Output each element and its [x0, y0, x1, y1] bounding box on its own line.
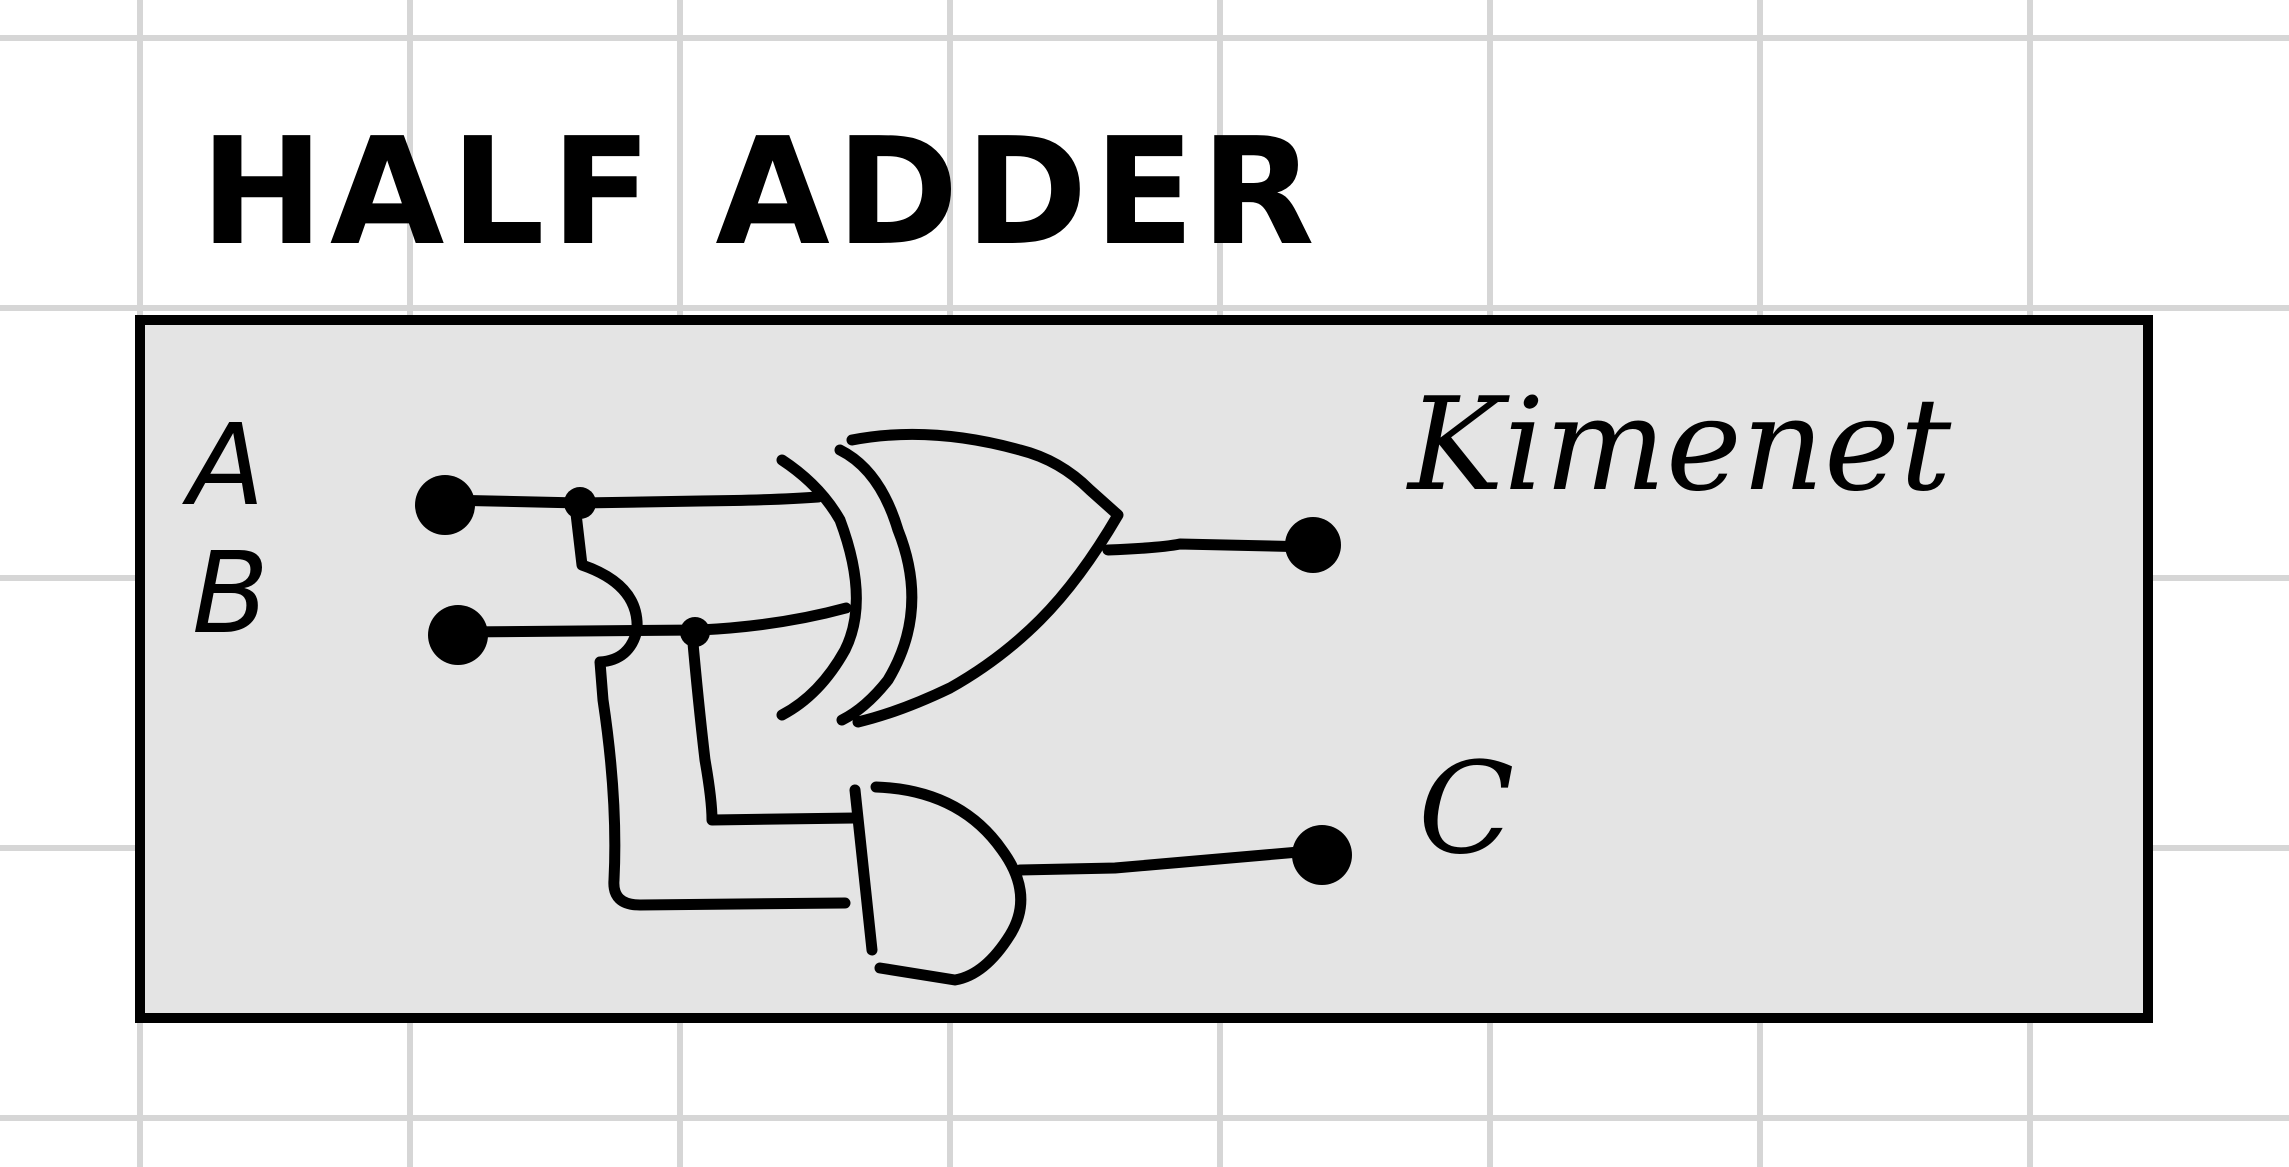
wire-b-to-xor	[452, 602, 852, 638]
circuit-panel	[135, 315, 2153, 1023]
xor-gate-body	[834, 428, 1124, 728]
input-b-label: B	[192, 529, 269, 659]
carry-output-label: C	[1418, 735, 1515, 882]
wire-xor-to-sum	[1102, 538, 1319, 556]
wire-and-to-carry	[1014, 844, 1328, 876]
and-gate-body	[849, 781, 1027, 986]
xor-gate-extra-arc	[776, 454, 862, 721]
input-a-label: A	[188, 401, 265, 531]
diagram-title: HALF ADDER	[200, 106, 1321, 278]
wire-a-to-xor	[439, 491, 824, 509]
wire-b-branch	[686, 626, 861, 826]
wire-a-branch	[569, 499, 851, 911]
sum-output-label: Kimenet	[1408, 371, 1952, 520]
